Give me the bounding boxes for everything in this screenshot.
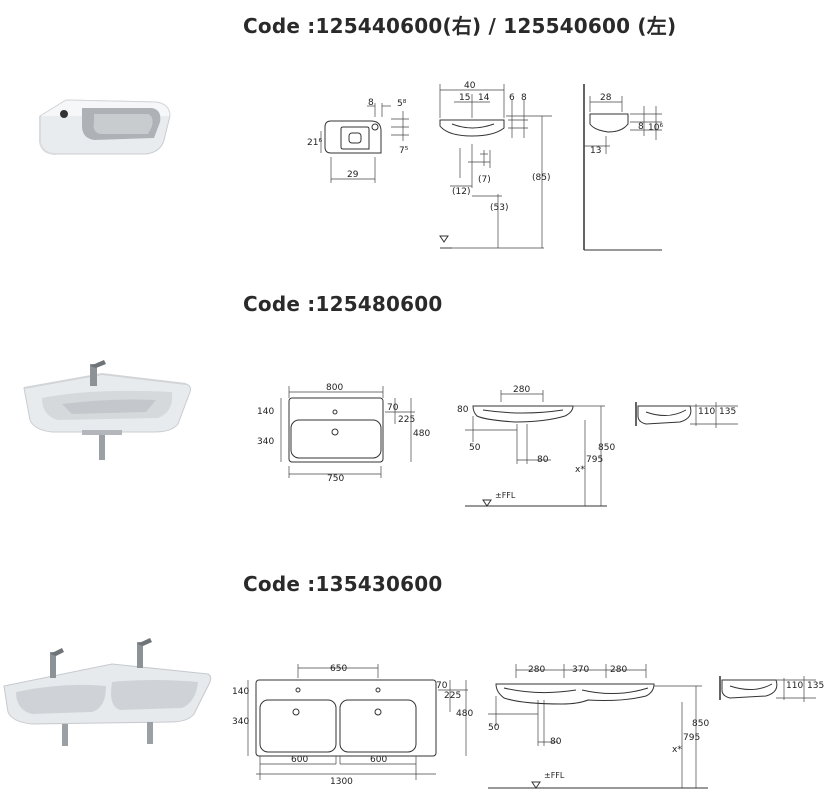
dim-front-x: x* [575, 465, 585, 475]
section-3-plan-drawing: 650 140 340 70 225 480 600 600 1300 [232, 664, 473, 787]
dim-front-795: 795 [683, 733, 700, 743]
dim-side-135: 135 [807, 681, 824, 691]
dim-plan-140: 140 [232, 687, 249, 697]
dim-side-13: 13 [590, 146, 601, 156]
dim-plan-1300: 1300 [330, 777, 353, 787]
dim-plan-8: 8 [368, 98, 374, 108]
dim-front-80b: 80 [537, 455, 549, 465]
product-photo-2 [23, 360, 191, 460]
dim-plan-21: 21⁶ [307, 138, 322, 148]
dim-plan-225: 225 [444, 691, 461, 701]
dim-front-795: 795 [586, 455, 603, 465]
section-3-front-drawing: 280 370 280 50 80 795 850 x* ±FFL [488, 664, 709, 789]
dim-side-110: 110 [698, 407, 715, 417]
dim-plan-600a: 600 [291, 755, 308, 765]
dim-plan-70: 70 [387, 403, 399, 413]
section-3-code-title: Code :135430600 [243, 572, 443, 596]
dim-front-280a: 280 [528, 665, 545, 675]
dim-plan-800: 800 [326, 383, 343, 393]
dim-plan-7: 7⁵ [399, 146, 409, 156]
dim-plan-750: 750 [327, 474, 344, 484]
dim-front-14: 14 [478, 93, 490, 103]
section-1-front-drawing: 40 15 14 6 8 (7) (12) (53) (85) [439, 81, 552, 249]
dim-front-ffl: ±FFL [495, 491, 516, 500]
dim-plan-140: 140 [257, 407, 274, 417]
dim-plan-70: 70 [436, 681, 448, 691]
dim-front-850: 850 [692, 719, 709, 729]
dim-plan-225: 225 [398, 415, 415, 425]
section-1-code-title: Code :125440600(右) / 125540600 (左) [243, 14, 677, 38]
section-2-code-title: Code :125480600 [243, 292, 443, 316]
dim-side-135: 135 [719, 407, 736, 417]
dim-side-110: 110 [786, 681, 803, 691]
product-photo-3 [3, 638, 212, 746]
dim-plan-480: 480 [456, 709, 473, 719]
dim-front-280: 280 [513, 385, 530, 395]
dim-plan-5: 5⁸ [397, 99, 407, 109]
section-3-side-drawing: 110 135 [719, 676, 824, 702]
dim-front-850: 850 [598, 443, 615, 453]
dim-side-10: 10⁶ [648, 123, 663, 133]
dim-plan-600b: 600 [370, 755, 387, 765]
dim-front-50: 50 [488, 723, 500, 733]
section-2-plan-drawing: 800 140 340 70 225 480 750 [257, 383, 430, 484]
dim-plan-650: 650 [330, 664, 347, 674]
dim-front-12: (12) [452, 187, 470, 197]
section-1-plan-drawing: 8 5⁸ 21⁶ 7⁵ 29 [307, 98, 409, 183]
dim-front-40: 40 [464, 81, 476, 91]
dim-plan-340: 340 [232, 717, 249, 727]
section-2-side-drawing: 110 135 [635, 402, 738, 428]
dim-front-8: 8 [521, 93, 527, 103]
dim-front-80: 80 [550, 737, 562, 747]
dim-front-370: 370 [572, 665, 589, 675]
dim-front-85: (85) [532, 173, 550, 183]
dim-plan-29: 29 [347, 170, 359, 180]
dim-plan-480: 480 [413, 429, 430, 439]
dim-front-7: (7) [478, 175, 491, 185]
dim-front-x: x* [672, 745, 682, 755]
dim-front-6: 6 [509, 93, 515, 103]
dim-front-280b: 280 [610, 665, 627, 675]
dim-side-28: 28 [600, 93, 612, 103]
dim-front-80a: 80 [457, 405, 469, 415]
dim-front-50: 50 [469, 443, 481, 453]
product-photo-1 [39, 99, 171, 155]
section-1-side-drawing: 28 8 10⁶ 13 [583, 84, 663, 251]
dim-side-8: 8 [638, 122, 644, 132]
dim-front-15: 15 [459, 93, 470, 103]
section-2-front-drawing: 280 80 50 80 795 850 x* ±FFL [457, 385, 615, 507]
dim-front-53: (53) [490, 203, 508, 213]
dim-plan-340: 340 [257, 437, 274, 447]
dim-front-ffl: ±FFL [544, 771, 565, 780]
